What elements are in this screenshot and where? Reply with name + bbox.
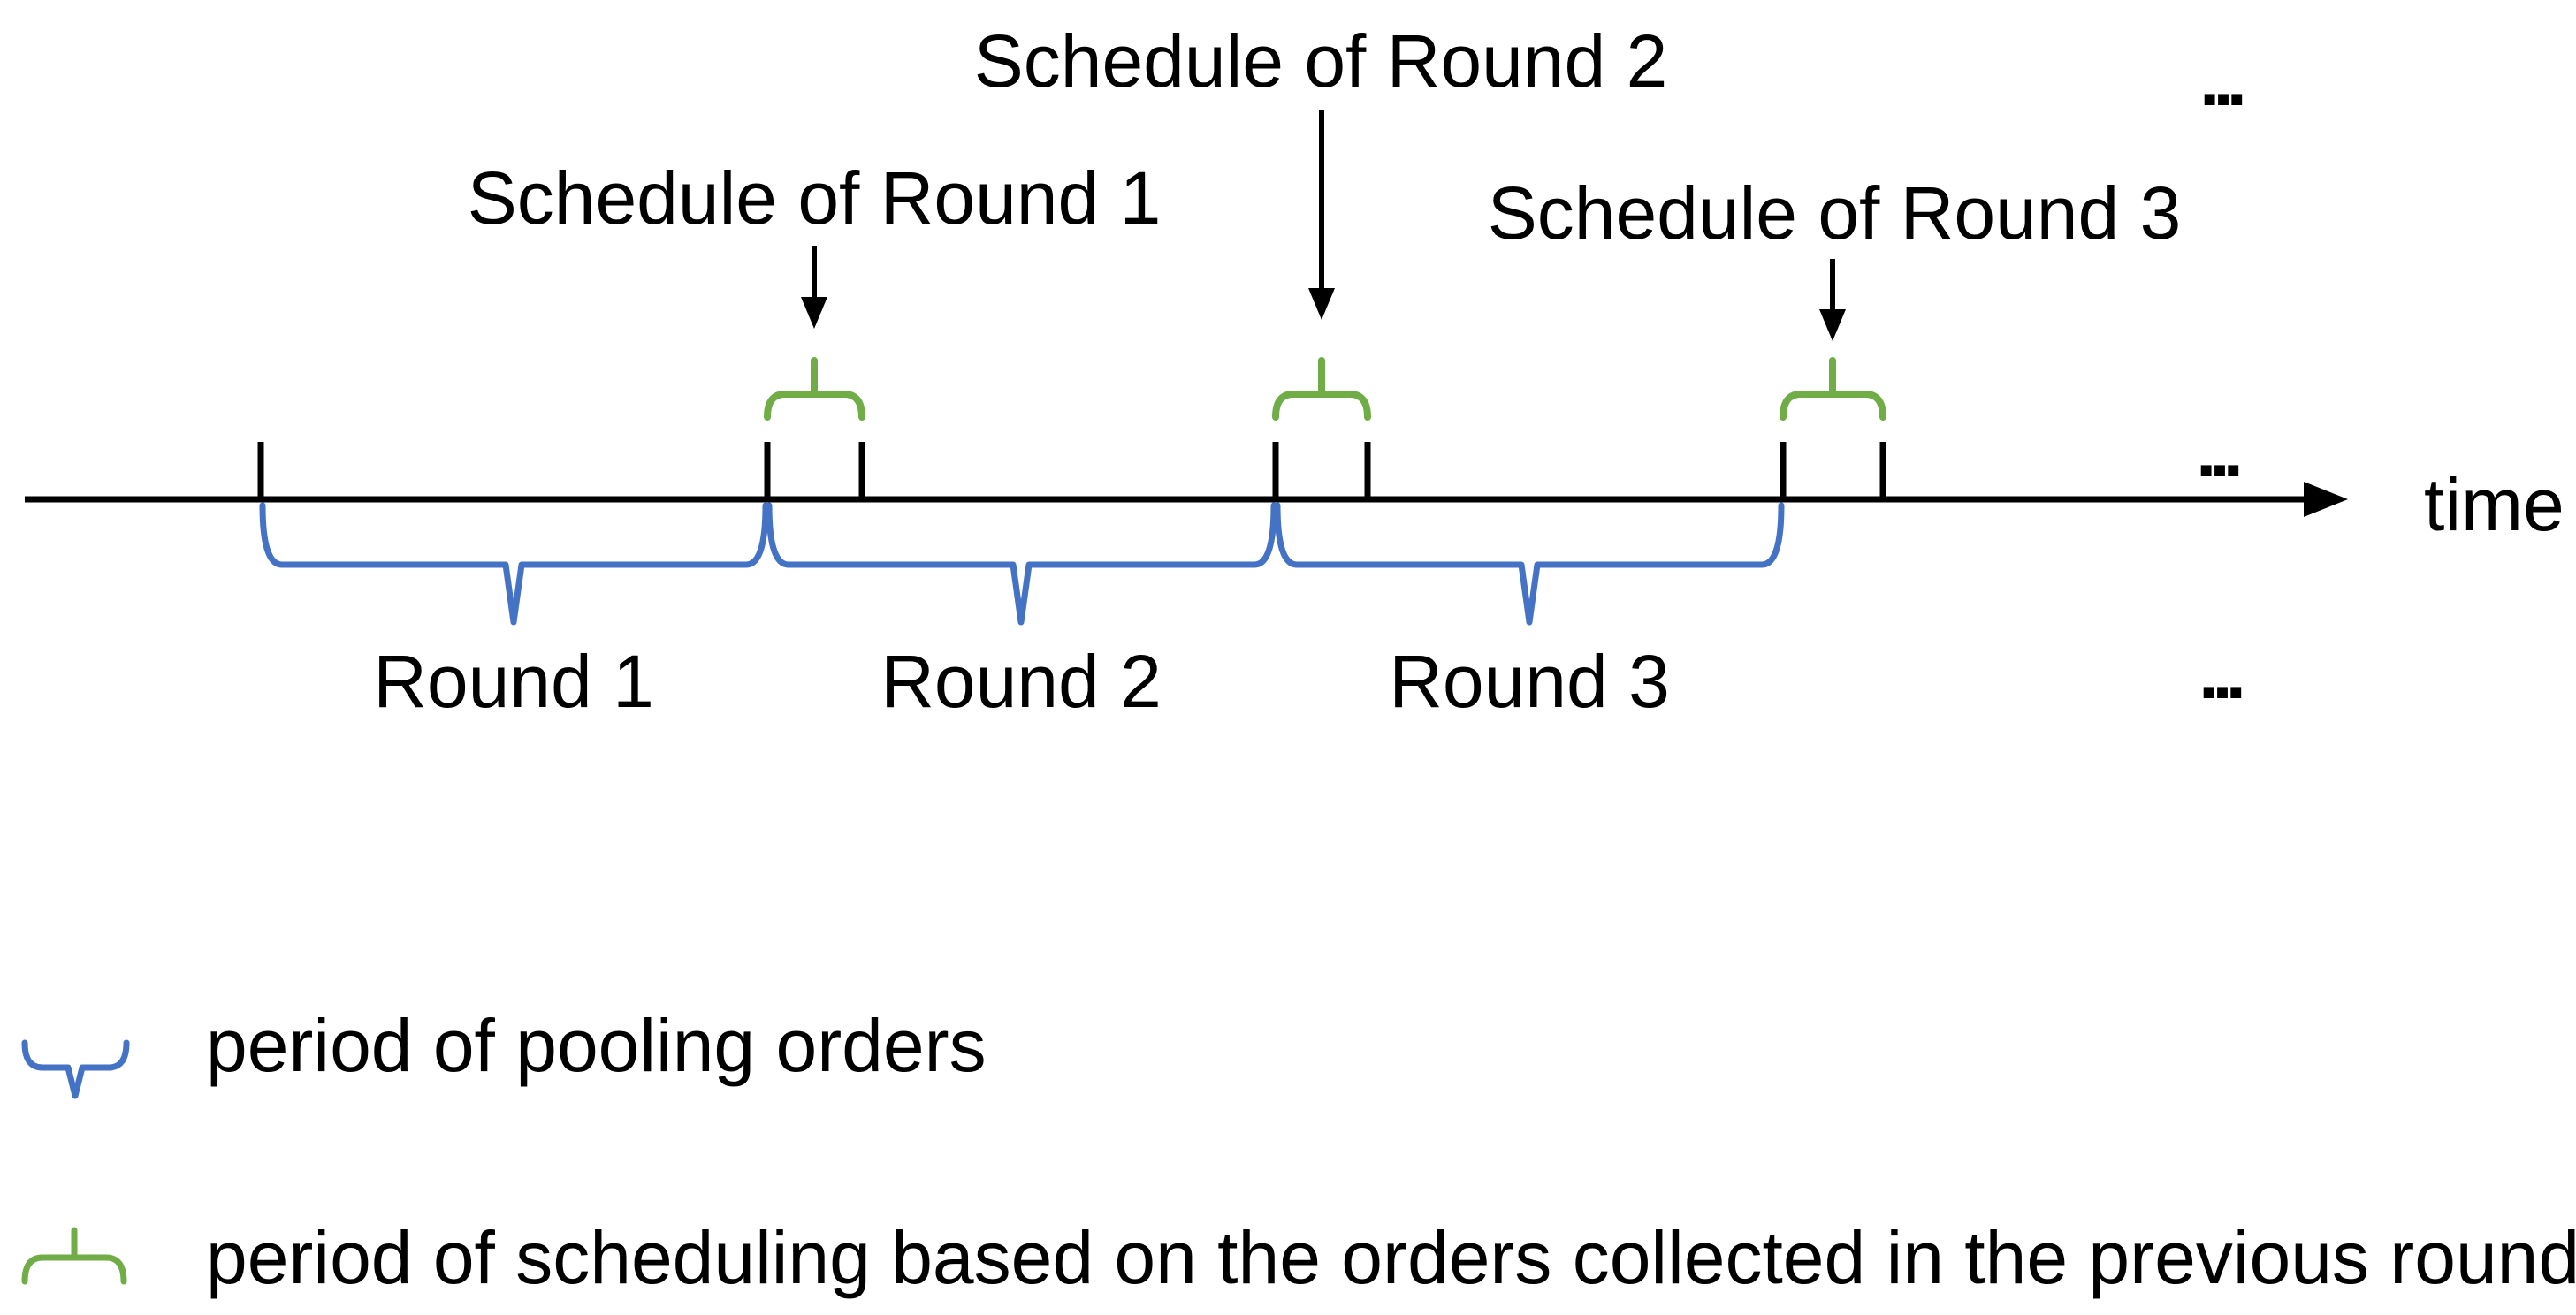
time-axis-label: time [2424, 463, 2565, 546]
schedule-arrow-3 [1819, 259, 1846, 341]
schedule-arrow-1 [801, 246, 827, 329]
ellipsis-rounds: ... [2198, 631, 2246, 714]
schedule-brace-2 [1272, 357, 1371, 421]
ellipsis-axis: ... [2195, 409, 2244, 492]
legend-label-pooling: period of pooling orders [206, 1004, 987, 1087]
round-brace-2 [766, 502, 1277, 626]
round-label-2: Round 2 [880, 640, 1162, 723]
round-label-3: Round 3 [1389, 640, 1670, 723]
legend-label-scheduling: period of scheduling based on the orders… [206, 1216, 2576, 1299]
schedule-brace-1 [764, 357, 865, 421]
ellipsis-top: ... [2199, 38, 2247, 121]
schedule-arrow-2 [1308, 110, 1335, 320]
round-label-1: Round 1 [373, 640, 654, 723]
round-brace-1 [259, 502, 769, 626]
time-axis-arrowhead-icon [2304, 482, 2348, 517]
schedule-brace-3 [1780, 357, 1886, 421]
schedule-label-3: Schedule of Round 3 [1487, 171, 2182, 255]
schedule-label-1: Schedule of Round 1 [467, 156, 1162, 239]
scheduling-brace-icon [21, 1227, 127, 1285]
schedule-label-2: Schedule of Round 2 [973, 19, 1668, 103]
round-brace-3 [1274, 502, 1785, 626]
pooling-brace-icon [21, 1039, 130, 1099]
